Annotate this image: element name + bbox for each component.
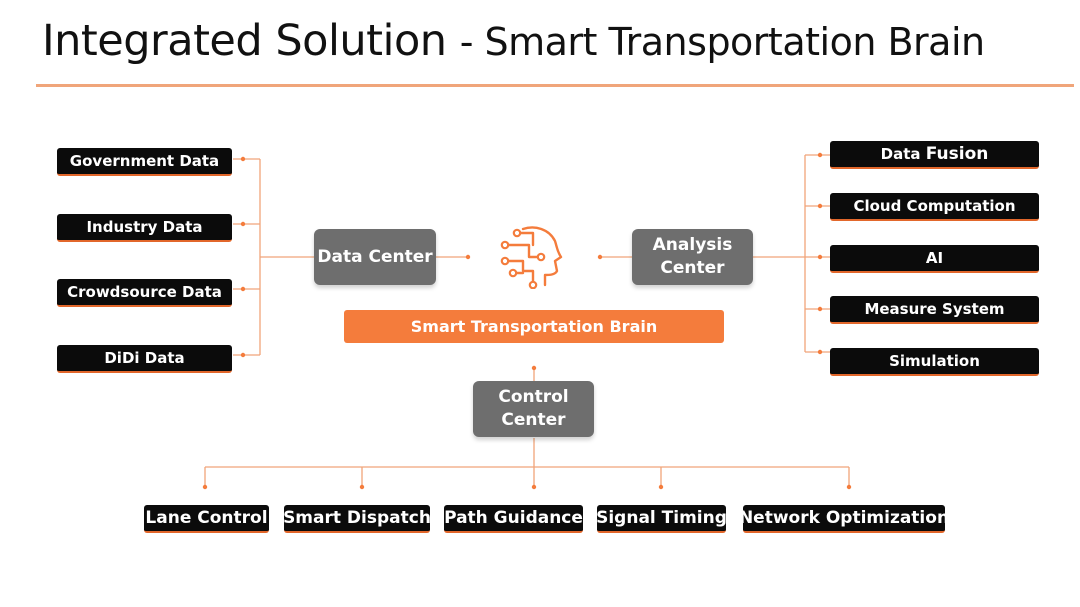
input-industry-data: Industry Data — [57, 214, 232, 242]
control-smart-dispatch: Smart Dispatch — [283, 505, 431, 533]
output-data-fusion: Data Fusion — [830, 141, 1039, 169]
control-signal-timing: Signal Timing — [596, 505, 727, 533]
output-data-fusion-prefix: Data — [880, 145, 921, 163]
input-didi-data: DiDi Data — [57, 345, 232, 373]
title-divider — [36, 84, 1074, 87]
control-lane-control: Lane Control — [144, 505, 269, 533]
page-title: Integrated Solution - Smart Transportati… — [42, 16, 985, 68]
title-main: Integrated Solution — [42, 16, 447, 66]
output-data-fusion-emph: Fusion — [925, 144, 989, 164]
data-center-box: Data Center — [314, 229, 436, 285]
output-measure-system: Measure System — [830, 296, 1039, 324]
control-path-guidance: Path Guidance — [444, 505, 583, 533]
output-cloud-computation: Cloud Computation — [830, 193, 1039, 221]
smart-transportation-brain-bar: Smart Transportation Brain — [344, 310, 724, 343]
input-crowdsource-data: Crowdsource Data — [57, 279, 232, 307]
analysis-center-box: Analysis Center — [632, 229, 753, 285]
brain-circuit-icon — [500, 226, 563, 289]
control-network-optimization: Network Optimization — [739, 505, 949, 533]
output-simulation: Simulation — [830, 348, 1039, 376]
control-center-box: Control Center — [473, 381, 594, 437]
output-ai: AI — [830, 245, 1039, 273]
title-sub: - Smart Transportation Brain — [459, 20, 985, 64]
input-government-data: Government Data — [57, 148, 232, 176]
